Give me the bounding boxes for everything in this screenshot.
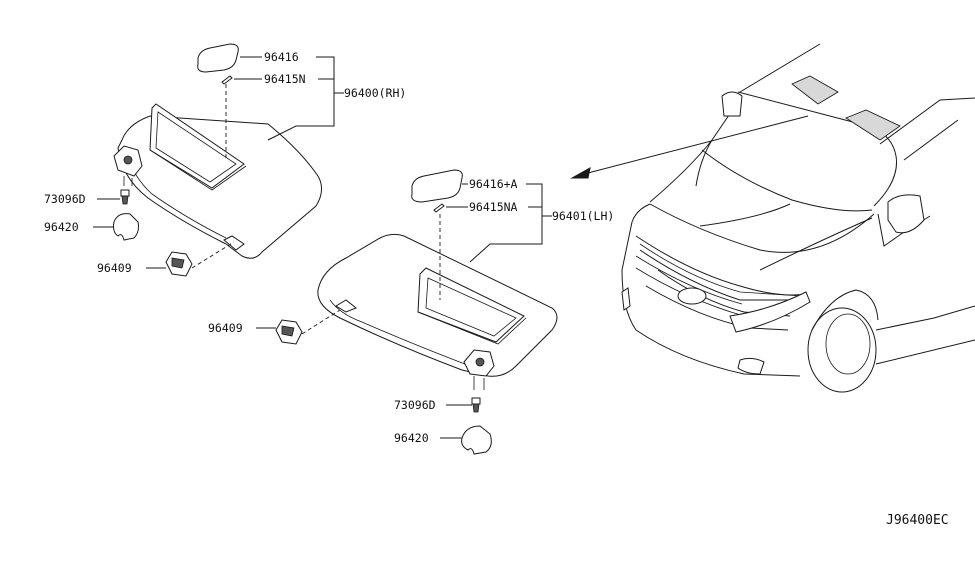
- lh-sun-visor: [317, 214, 558, 390]
- rh-holder-icon: [165, 241, 235, 277]
- label-rh-glass: 96416: [264, 50, 299, 64]
- label-rh-holder: 96409: [97, 261, 132, 275]
- label-rh-screw: 73096D: [44, 192, 86, 206]
- rh-vanity-glass: [197, 43, 239, 73]
- label-rh-pin: 96415N: [264, 72, 306, 86]
- vehicle-illustration: [570, 43, 975, 393]
- lh-cover-icon: [461, 425, 492, 455]
- diagram-code: J96400EC: [886, 513, 949, 528]
- label-rh-cover: 96420: [44, 220, 79, 234]
- label-lh-pin: 96415NA: [469, 200, 518, 214]
- label-lh-cover: 96420: [394, 431, 429, 445]
- label-lh-holder: 96409: [208, 321, 243, 335]
- rh-hinge-bracket-icon: [113, 145, 143, 186]
- rh-screw-icon: [120, 189, 130, 205]
- lh-hinge-bracket-icon: [463, 349, 495, 390]
- lh-pin: [433, 203, 445, 213]
- label-lh-glass: 96416+A: [469, 177, 518, 191]
- label-rh-assembly: 96400(RH): [344, 86, 406, 100]
- lh-screw-icon: [471, 397, 481, 413]
- rh-cover-icon: [113, 213, 139, 241]
- lh-vanity-glass: [411, 169, 463, 203]
- lh-holder-icon: [275, 309, 341, 345]
- rh-sun-visor: [113, 84, 322, 259]
- label-lh-screw: 73096D: [394, 398, 436, 412]
- label-lh-assembly: 96401(LH): [552, 209, 614, 223]
- rh-pin: [221, 75, 233, 85]
